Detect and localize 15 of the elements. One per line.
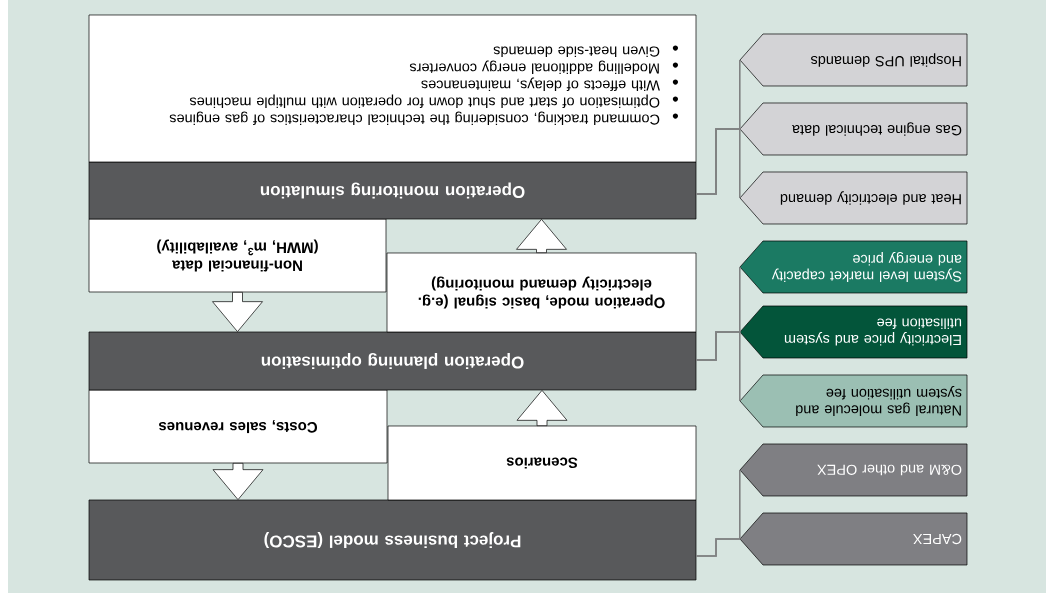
connector-line (695, 266, 741, 361)
connector-line (695, 59, 741, 195)
label-box: Costs, sales revenues (88, 389, 388, 464)
process-box: Operation planning optimisation (88, 331, 697, 391)
process-box: Project business model (ESCO) (88, 499, 697, 581)
connector-line (695, 469, 741, 557)
block-arrow (516, 390, 568, 426)
block-arrow (516, 219, 567, 253)
label-box: Non-financial data (MWH, m$^{3}$, availability) (88, 218, 387, 293)
process-box: Operation monitoring simulation (88, 161, 697, 220)
bullet-list-box: Command tracking, considering the technical characteristics of gas engines Optimisation of start and shut down for operation with multiple machines With effects of delays, maintenances Modelling additional energy converters Given heat-side demands (88, 14, 697, 163)
label-box: Scenarios (387, 425, 697, 501)
block-arrow (212, 292, 263, 332)
block-arrow (212, 463, 264, 500)
label-box: Operation mode, basic signal (e.g. electricity demand monitoring) (386, 252, 697, 333)
